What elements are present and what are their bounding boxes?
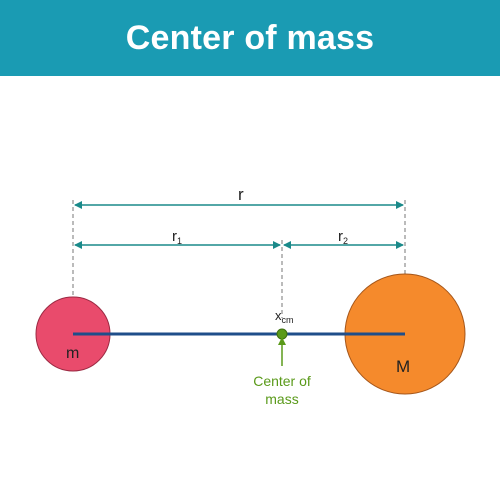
xcm-label: xcm [275, 308, 294, 325]
r1-label: r1 [172, 228, 182, 246]
title-banner: Center of mass [0, 0, 500, 76]
page-title: Center of mass [125, 18, 375, 57]
r-label: r [238, 185, 244, 204]
small-mass-label: m [66, 345, 79, 362]
com-caption-line2: mass [265, 391, 298, 407]
r2-label-base: r [338, 228, 343, 245]
r2-label-sub: 2 [343, 236, 348, 246]
large-mass-label: M [396, 357, 410, 376]
r1-label-base: r [172, 228, 177, 245]
r1-label-sub: 1 [177, 236, 182, 246]
xcm-label-sub: cm [282, 315, 294, 325]
xcm-label-base: x [275, 308, 282, 323]
com-caption-line1: Center of [253, 373, 311, 389]
center-of-mass-point [276, 328, 288, 340]
r2-label: r2 [338, 228, 348, 246]
